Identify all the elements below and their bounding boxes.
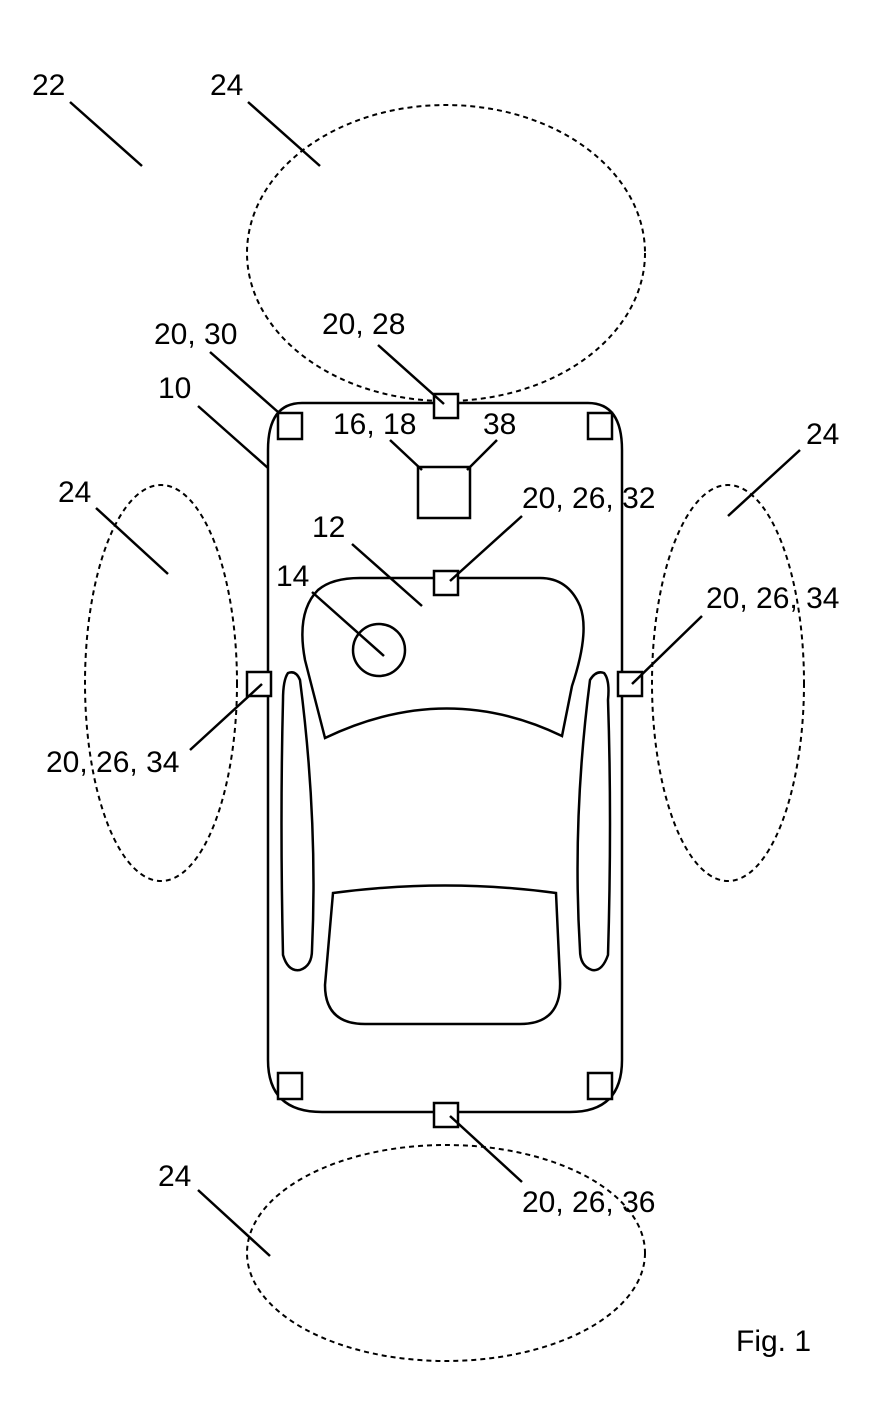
sensor-rear-right-corner xyxy=(588,1073,612,1099)
label-sensor-front-left: 20, 30 xyxy=(154,318,237,351)
leader-line-sensor-front-center xyxy=(378,345,444,404)
leader-line-control-unit xyxy=(390,440,422,470)
label-sensor-windshield: 20, 26, 32 xyxy=(522,482,655,515)
sensor-right-side xyxy=(618,672,642,696)
label-occupant: 14 xyxy=(276,560,309,593)
leader-line-sensor-windshield xyxy=(450,516,522,581)
car-side-window-left xyxy=(282,672,314,970)
control-unit-box xyxy=(418,467,470,518)
leader-line-sensor-front-left xyxy=(210,352,278,412)
label-zone-front: 24 xyxy=(210,69,243,102)
leader-line-vehicle xyxy=(198,406,268,468)
leader-line-zone-rear xyxy=(198,1190,270,1256)
label-control-box: 38 xyxy=(483,408,516,441)
leader-line-zone-right xyxy=(728,450,800,516)
leader-line-sensor-rear xyxy=(450,1116,522,1182)
label-sensor-front-center: 20, 28 xyxy=(322,308,405,341)
sensor-left-side xyxy=(247,672,271,696)
label-car-body: 12 xyxy=(312,511,345,544)
sensor-windshield xyxy=(434,571,458,595)
label-control-unit: 16, 18 xyxy=(333,408,416,441)
car-rear-window xyxy=(325,886,560,1025)
sensor-front-left-corner xyxy=(278,413,302,439)
leader-line-zone-left xyxy=(96,508,168,574)
car-side-window-right xyxy=(578,672,610,970)
figure-caption: Fig. 1 xyxy=(736,1325,811,1358)
label-sensor-left: 20, 26, 34 xyxy=(46,746,179,779)
label-system: 22 xyxy=(32,69,65,102)
car-body-front xyxy=(302,578,583,738)
leader-line-sensor-right xyxy=(632,616,702,684)
leader-line-sensor-left xyxy=(190,684,262,750)
leader-line-car-body xyxy=(352,544,422,606)
detection-zone-left xyxy=(85,485,237,881)
leader-line-zone-front xyxy=(248,102,320,166)
sensor-front-right-corner xyxy=(588,413,612,439)
label-sensor-right: 20, 26, 34 xyxy=(706,582,839,615)
sensor-rear-center xyxy=(434,1103,458,1127)
leader-line-system xyxy=(70,102,142,166)
label-zone-left: 24 xyxy=(58,476,91,509)
label-zone-right: 24 xyxy=(806,418,839,451)
detection-zone-front xyxy=(247,105,645,401)
label-zone-rear: 24 xyxy=(158,1160,191,1193)
sensor-rear-left-corner xyxy=(278,1073,302,1099)
leader-line-control-box xyxy=(467,440,497,470)
detection-zone-right xyxy=(652,485,804,881)
label-sensor-rear: 20, 26, 36 xyxy=(522,1186,655,1219)
detection-zone-rear xyxy=(247,1145,645,1361)
label-vehicle: 10 xyxy=(158,372,191,405)
